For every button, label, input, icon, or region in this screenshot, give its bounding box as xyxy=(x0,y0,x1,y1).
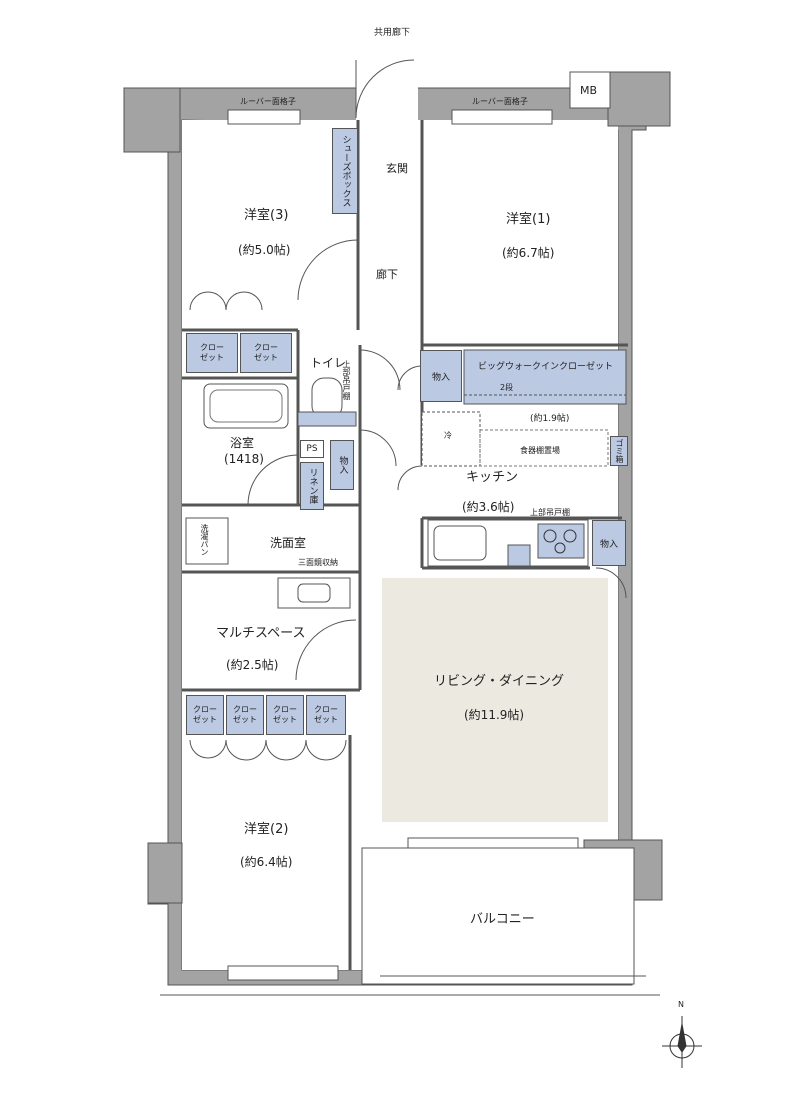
trash-space: ゴミ箱 xyxy=(610,436,628,466)
closet-label: ゼット xyxy=(273,715,297,724)
trash-label: ゴミ箱 xyxy=(615,439,624,463)
ldk-floor xyxy=(382,578,608,822)
compass-north-label: N xyxy=(678,1000,684,1009)
storage-label: 物入 xyxy=(431,372,450,383)
balcony-area xyxy=(361,847,635,985)
closet-r2-c: クローゼット xyxy=(266,695,304,735)
multi-space-area-label: (約2.5帖) xyxy=(226,658,279,672)
walkin-closet-label: ビッグウォークインクローゼット xyxy=(478,362,614,372)
bathtub xyxy=(203,383,289,429)
room-r1-name: 洋室(1) xyxy=(506,212,551,227)
closet-label: ゼット xyxy=(314,715,338,724)
kitchen-label: キッチン xyxy=(466,470,519,485)
closet-label: クロー xyxy=(314,705,338,715)
room-r3-name: 洋室(3) xyxy=(244,208,289,223)
ldk-area-label: (約11.9帖) xyxy=(464,708,525,722)
room-r1-area: (約6.7帖) xyxy=(502,246,555,260)
shoebox-label: シューズボックス xyxy=(340,135,351,207)
closet-label: ゼット xyxy=(193,715,217,724)
pillar xyxy=(147,842,183,904)
toilet-upper-cabinet-label: 上部吊戸棚 xyxy=(342,360,351,400)
storage-label: 物入 xyxy=(337,456,348,474)
common-corridor-label: 共用廊下 xyxy=(374,28,411,38)
compass-rose xyxy=(662,1016,702,1068)
walkin-area-label: (約1.9帖) xyxy=(530,414,570,424)
hallway-label: 廊下 xyxy=(376,268,398,281)
closet-r3-a: クローゼット xyxy=(186,333,238,373)
ps-box: PS xyxy=(300,440,324,458)
ps-label: PS xyxy=(306,444,318,454)
pillar xyxy=(607,71,671,127)
balcony-label: バルコニー xyxy=(470,912,535,927)
linen-cabinet: リネン庫 xyxy=(300,462,324,510)
entrance-door xyxy=(355,59,415,119)
storage-box: 物入 xyxy=(330,440,354,490)
closet-r2-b: クローゼット xyxy=(226,695,264,735)
pillar xyxy=(123,87,181,153)
room-r2-name: 洋室(2) xyxy=(244,822,289,837)
closet-label: ゼット xyxy=(233,715,257,724)
three-mirror-label: 三面鏡収納 xyxy=(298,558,338,567)
walkin-tier-label: 2段 xyxy=(500,383,514,392)
fridge-label: 冷 xyxy=(444,431,452,440)
washer-label: 洗濯パン xyxy=(200,524,209,556)
closet-r2-a: クローゼット xyxy=(186,695,224,735)
kitchen-upper-cabinet-label: 上部吊戸棚 xyxy=(530,508,570,517)
storage-box: 物入 xyxy=(420,350,462,402)
sink xyxy=(277,577,351,609)
room-r2-area: (約6.4帖) xyxy=(240,855,293,869)
closet-label: クロー xyxy=(200,343,224,353)
closet-label: クロー xyxy=(193,705,217,715)
shoebox: シューズボックス xyxy=(332,128,358,214)
closet-label: ゼット xyxy=(200,353,224,362)
storage-box: 物入 xyxy=(592,520,626,566)
entrance-label: 玄関 xyxy=(386,162,408,175)
closet-label: クロー xyxy=(233,705,257,715)
storage-label: 物入 xyxy=(599,539,618,550)
door-swings xyxy=(189,239,627,761)
closet-label: クロー xyxy=(273,705,297,715)
fridge-space xyxy=(421,411,481,467)
bath-size-label: (1418) xyxy=(224,452,264,466)
closet-r3-b: クローゼット xyxy=(240,333,292,373)
dish-shelf-label: 食器棚置場 xyxy=(520,446,560,455)
mb-box xyxy=(569,71,611,109)
multi-space-label: マルチスペース xyxy=(216,626,306,641)
toilet-label: トイレ xyxy=(310,356,347,370)
mb-label: MB xyxy=(580,84,598,97)
washroom-label: 洗面室 xyxy=(270,536,307,550)
room-r3-area: (約5.0帖) xyxy=(238,243,291,257)
kitchen-area-label: (約3.6帖) xyxy=(462,500,515,514)
louver-label: ルーバー面格子 xyxy=(240,97,296,106)
louver-label: ルーバー面格子 xyxy=(472,97,528,106)
walkin-closet xyxy=(463,349,627,405)
closet-label: ゼット xyxy=(254,353,278,362)
bath-label: 浴室 xyxy=(230,436,255,450)
closet-label: クロー xyxy=(254,343,278,353)
closet-r2-d: クローゼット xyxy=(306,695,346,735)
ldk-label: リビング・ダイニング xyxy=(434,674,565,689)
linen-label: リネン庫 xyxy=(307,468,318,504)
